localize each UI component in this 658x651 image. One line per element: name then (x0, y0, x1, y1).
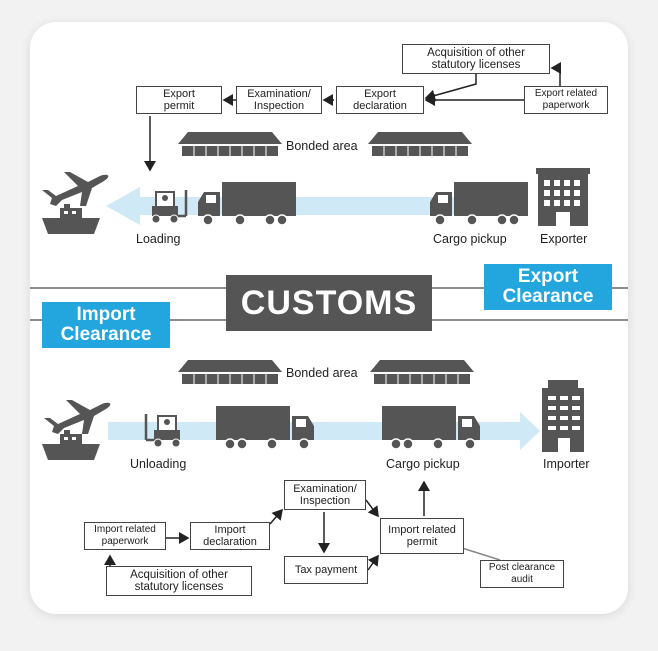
export-truck-right-icon (429, 181, 529, 226)
import-shed-right (369, 359, 475, 385)
import-acquisition-box: Acquisition of other statutory licenses (106, 566, 252, 596)
export-ship-icon (42, 204, 100, 234)
export-declaration-box: Export declaration (336, 86, 424, 114)
arrow-decl-to-exam-imp (269, 508, 283, 525)
exporter-building-icon (536, 168, 590, 226)
arrow-tax-to-permit (367, 554, 379, 571)
import-permit-box: Import related permit (380, 518, 464, 554)
export-examination-box: Examination/ Inspection (236, 86, 322, 114)
export-shed-left (177, 131, 283, 157)
export-flow-arrow (106, 187, 520, 225)
line-permit-to-audit (461, 547, 501, 561)
import-tax-box: Tax payment (284, 556, 368, 584)
import-bonded-area-label: Bonded area (286, 366, 358, 380)
export-permit-box: Export permit (136, 86, 222, 114)
import-truck-right-icon (381, 405, 481, 450)
arrow-exam-to-permit-imp (365, 499, 379, 518)
loading-label: Loading (136, 232, 181, 246)
import-cargo-pickup-label: Cargo pickup (386, 457, 460, 471)
export-plane-icon (42, 172, 109, 206)
import-flow-arrow (108, 412, 540, 450)
arrow-paperwork-to-acq (550, 62, 561, 86)
import-truck-left-icon (215, 405, 315, 450)
import-paperwork-box: Import related paperwork (84, 522, 166, 550)
arrow-acq-to-decl (424, 74, 477, 102)
export-clearance-badge: Export Clearance (484, 264, 612, 310)
importer-label: Importer (543, 457, 590, 471)
import-plane-icon (44, 400, 111, 434)
exporter-label: Exporter (540, 232, 588, 246)
import-shed-left (177, 359, 283, 385)
customs-title: CUSTOMS (226, 275, 432, 331)
import-declaration-box: Import declaration (190, 522, 270, 550)
export-shed-right (367, 131, 473, 157)
import-post-audit-box: Post clearance audit (480, 560, 564, 588)
export-paperwork-box: Export related paperwork (524, 86, 608, 114)
export-acquisition-box: Acquisition of other statutory licenses (402, 44, 550, 74)
import-examination-box: Examination/ Inspection (284, 480, 366, 510)
import-ship-icon (42, 430, 100, 460)
export-cargo-pickup-label: Cargo pickup (433, 232, 507, 246)
export-truck-left-icon (197, 181, 297, 226)
importer-building-icon (542, 380, 584, 452)
unloading-label: Unloading (130, 457, 187, 471)
import-clearance-badge: Import Clearance (42, 302, 170, 348)
export-bonded-area-label: Bonded area (286, 139, 358, 153)
